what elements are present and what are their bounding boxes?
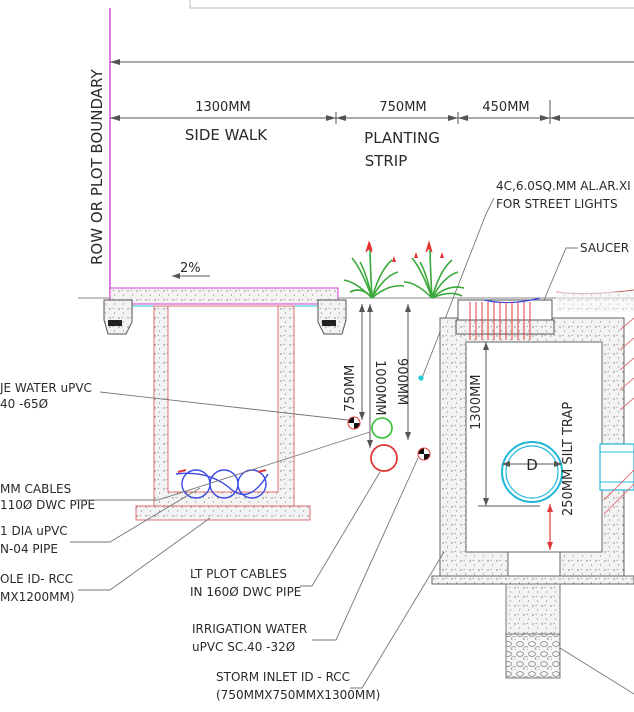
dia-upvc-label-2: N-04 PIPE (0, 542, 58, 556)
treated-water-pipe (347, 416, 361, 430)
treated-water-label-2: 40 -65Ø (0, 397, 48, 411)
pipe-green (371, 417, 393, 439)
outlet-pipe-right (599, 443, 634, 491)
plant-left (343, 245, 405, 299)
silt-trap-label: 250MM SILT TRAP (561, 402, 576, 516)
treated-water-label-1: JE WATER uPVC (0, 381, 92, 395)
storm-inlet-label-2: (750MMX750MMX1300MM) (216, 688, 380, 702)
slope-label: 2% (180, 261, 201, 276)
pipe-red (370, 444, 398, 472)
dim-planting-strip: 750MM (379, 100, 426, 115)
overall-dimension-line (110, 59, 634, 65)
ground-right-fill (556, 292, 634, 312)
irrigation-pipe (417, 447, 431, 461)
irrigation-leader (312, 457, 419, 641)
storm-inlet-label-1: STORM INLET ID - RCC (216, 670, 350, 684)
dim-right-450: 450MM (482, 100, 529, 115)
depth-dim-1000 (367, 304, 373, 448)
flower-left (365, 240, 373, 253)
storm-inlet-leader (350, 551, 445, 689)
depth-1000-label: 1000MM (372, 360, 387, 416)
mm-cables-label-1: MM CABLES (0, 482, 71, 496)
street-lights-label-2: FOR STREET LIGHTS (496, 197, 618, 211)
storm-inlet-grating (455, 297, 555, 340)
depth-1300-label: 1300MM (469, 374, 484, 430)
dia-upvc-leader (70, 487, 201, 543)
cable-bundle (175, 469, 269, 499)
storm-depth-dim (478, 342, 540, 507)
depth-750-label: 750MM (343, 365, 358, 412)
window-edge (189, 0, 634, 9)
hole-label-1: OLE ID- RCC (0, 572, 73, 586)
sidewalk-slab (109, 287, 339, 305)
hole-label-2: MX1200MM) (0, 590, 75, 604)
zone-planting-1: PLANTING (364, 129, 440, 147)
hatch-right (603, 317, 634, 515)
kerb-left (103, 299, 133, 335)
dia-upvc-label-1: 1 DIA uPVC (0, 524, 68, 538)
mm-cables-label-2: 110Ø DWC PIPE (0, 498, 95, 512)
street-lights-label-1: 4C,6.0SQ.MM AL.AR.XI (496, 179, 631, 193)
irrigation-label-1: IRRIGATION WATER (192, 622, 307, 636)
zone-planting-2: STRIP (365, 152, 408, 170)
saucer-label: SAUCER (580, 241, 629, 255)
silt-trap-dim (547, 504, 553, 550)
storm-inlet-chamber (431, 317, 634, 585)
depth-900-label: 900MM (394, 358, 409, 405)
street-light-cable-dot (418, 375, 424, 381)
foundation-leader (559, 647, 634, 695)
irrigation-label-2: uPVC SC.40 -32Ø (192, 640, 295, 654)
hole-leader (78, 517, 211, 591)
saucer-leader (543, 247, 578, 301)
storm-pipe (501, 441, 563, 503)
flower-right (425, 240, 433, 253)
pipe-d-label: D (526, 456, 538, 474)
plant-right (403, 245, 465, 299)
kerb-right (317, 299, 347, 335)
lt-plot-label-2: IN 160Ø DWC PIPE (190, 585, 301, 599)
row-boundary-label: ROW OR PLOT BOUNDARY (88, 69, 106, 265)
dim-side-walk: 1300MM (195, 100, 251, 115)
treated-water-leader (99, 391, 349, 421)
lt-plot-label-1: LT PLOT CABLES (190, 567, 287, 581)
segment-dimension-line (110, 100, 634, 124)
depth-dim-750 (359, 304, 365, 420)
zone-side-walk: SIDE WALK (185, 126, 268, 144)
depth-dim-900 (405, 304, 411, 440)
lt-plot-leader (300, 471, 381, 587)
mm-cables-leader (76, 431, 371, 501)
chamber-foundation (505, 583, 561, 679)
